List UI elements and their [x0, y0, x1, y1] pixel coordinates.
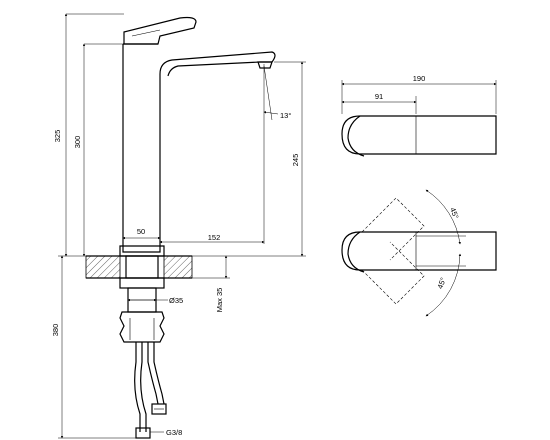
mounting-fixing: [119, 255, 165, 343]
flexible-hoses: [134, 342, 167, 439]
dim-hose-thread: G3/8: [166, 428, 182, 437]
dim-overall-height: 325: [53, 130, 62, 143]
dim-reach: 152: [208, 233, 221, 242]
dim-lever-offset: 91: [375, 92, 383, 101]
dim-spout-height: 300: [73, 136, 82, 149]
dim-rotation-angle-a: 45°: [448, 206, 460, 220]
lever-rotation-view: [341, 189, 497, 317]
dim-body-width: 50: [137, 227, 145, 236]
countertop-section: [85, 255, 193, 279]
dim-rotation-angle-b: 45°: [435, 276, 447, 290]
faucet-side-view: [119, 16, 276, 257]
dim-top-length: 190: [413, 74, 426, 83]
dim-hose-length: 380: [51, 324, 60, 337]
dim-outlet-height: 245: [291, 154, 300, 167]
top-view: [341, 80, 497, 157]
dim-max-thickness: Max 35: [215, 288, 224, 313]
dim-hole-diameter: Ø35: [169, 296, 183, 305]
side-view-dimensions: [58, 13, 306, 439]
dim-spout-angle: 13°: [280, 111, 291, 120]
